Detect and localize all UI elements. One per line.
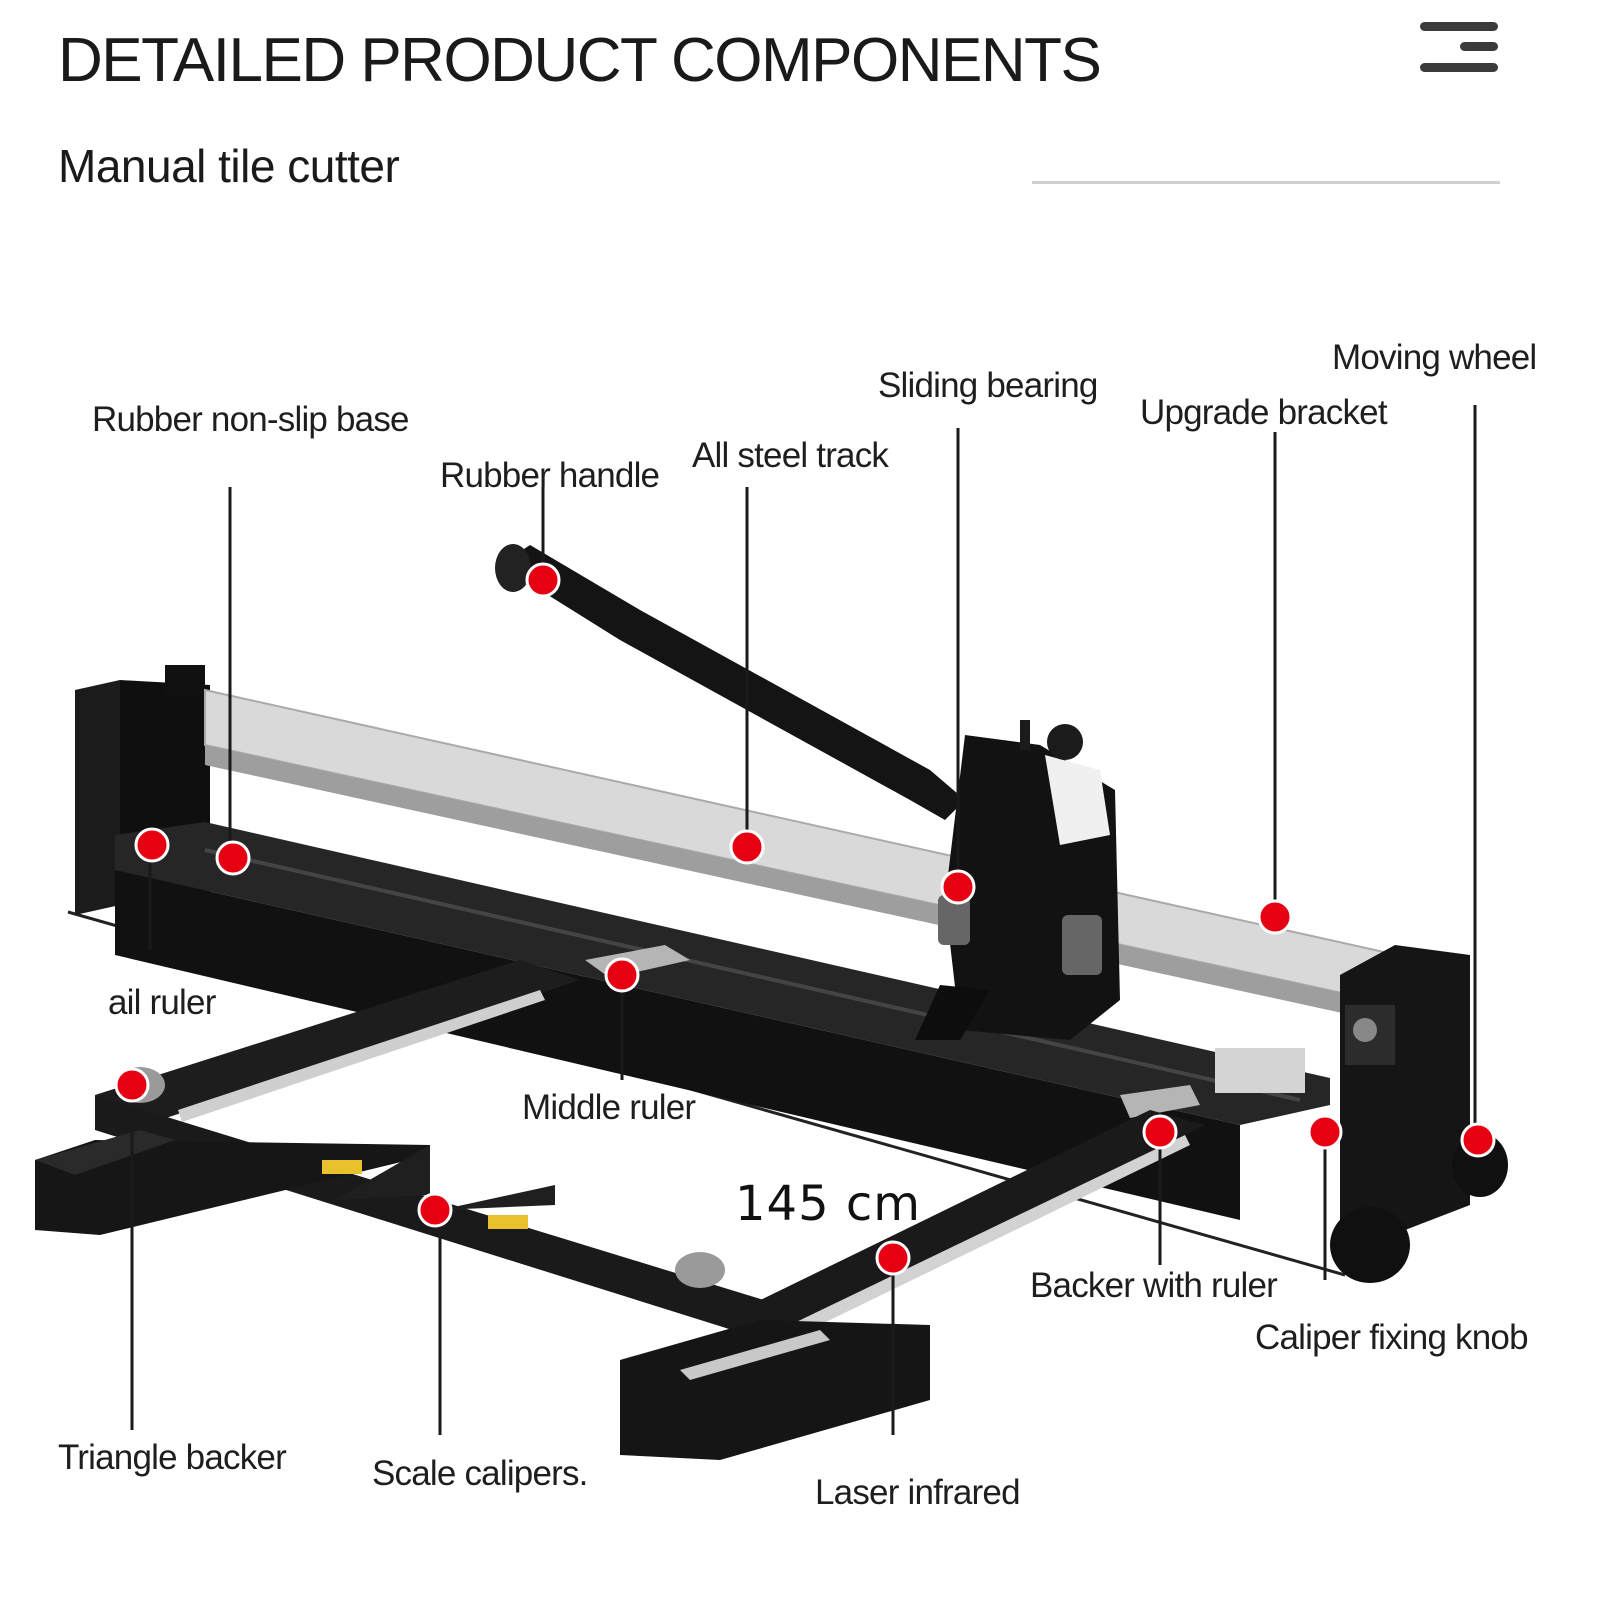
label-caliper-fixing-knob: Caliper fixing knob: [1255, 1318, 1529, 1357]
marker-sliding-bearing: [940, 869, 976, 905]
label-backer-with-ruler: Backer with ruler: [1030, 1266, 1278, 1305]
marker-rubber-handle: [525, 562, 561, 598]
label-rail-ruler: ail ruler: [108, 983, 216, 1022]
marker-triangle-backer: [114, 1067, 150, 1103]
markers: [114, 562, 1496, 1276]
header-divider: [1032, 181, 1500, 184]
triangle-backer: [335, 1145, 430, 1200]
marker-upgrade-bracket: [1257, 899, 1293, 935]
label-all-steel-track: All steel track: [692, 436, 889, 475]
menu-icon[interactable]: [1420, 8, 1520, 78]
page-title: DETAILED PRODUCT COMPONENTS: [58, 26, 1102, 95]
label-rubber-non-slip-base: Rubber non-slip base: [92, 400, 410, 439]
marker-caliper-fixing-knob: [1307, 1114, 1343, 1150]
label-laser-infrared: Laser infrared: [815, 1473, 1021, 1512]
marker-moving-wheel: [1460, 1122, 1496, 1158]
marker-rail-ruler: [134, 827, 170, 863]
marker-scale-calipers: [417, 1192, 453, 1228]
dimension-label: 145 cm: [735, 1176, 922, 1232]
main-base: [115, 822, 1330, 1220]
label-upgrade-bracket: Upgrade bracket: [1140, 393, 1388, 432]
label-triangle-backer: Triangle backer: [58, 1438, 287, 1477]
right-end-bracket: [1330, 945, 1508, 1283]
cutting-head: [915, 720, 1120, 1040]
marker-laser-infrared: [875, 1240, 911, 1276]
marker-all-steel-track: [729, 829, 765, 865]
page-subtitle: Manual tile cutter: [58, 140, 400, 192]
marker-rubber-non-slip-base: [215, 840, 251, 876]
marker-backer-with-ruler: [1142, 1114, 1178, 1150]
marker-middle-ruler: [604, 957, 640, 993]
label-rubber-handle: Rubber handle: [440, 456, 660, 495]
leader-lines: [130, 405, 1477, 1435]
lever-handle: [495, 544, 965, 820]
label-sliding-bearing: Sliding bearing: [878, 366, 1098, 405]
label-moving-wheel: Moving wheel: [1332, 338, 1537, 377]
label-middle-ruler: Middle ruler: [522, 1088, 696, 1127]
label-scale-calipers: Scale calipers.: [372, 1454, 588, 1493]
